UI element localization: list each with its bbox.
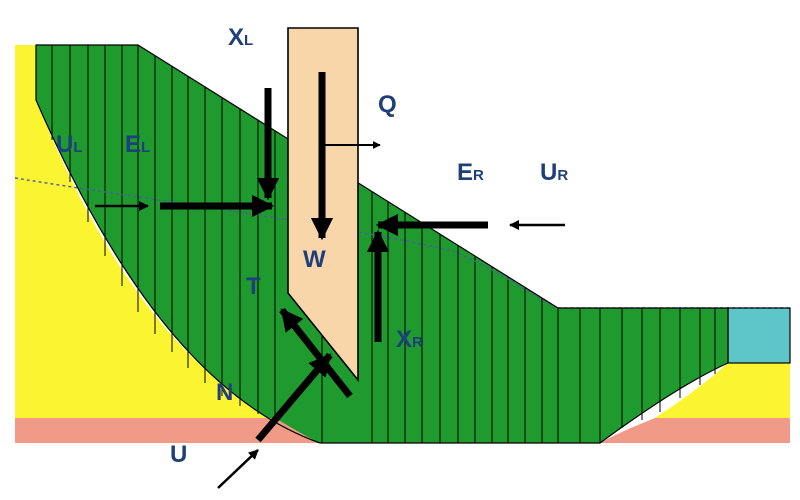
label-q: Q bbox=[378, 91, 397, 118]
label-n: N bbox=[216, 379, 233, 406]
label-ur: UR bbox=[540, 159, 568, 186]
label-xr: XR bbox=[396, 326, 423, 353]
arrow-t bbox=[279, 307, 353, 399]
base-layer bbox=[15, 418, 320, 443]
water-body bbox=[728, 308, 790, 363]
slip-mass-outline bbox=[35, 44, 729, 444]
label-el: EL bbox=[125, 131, 150, 158]
label-u: U bbox=[170, 441, 187, 468]
label-er: ER bbox=[457, 159, 484, 186]
label-w: W bbox=[303, 246, 326, 273]
arrow-n bbox=[255, 352, 333, 443]
water-outline bbox=[727, 307, 791, 364]
label-ul: UL bbox=[56, 131, 83, 158]
soil-right bbox=[655, 363, 790, 418]
soil-left bbox=[15, 45, 275, 418]
base-layer-right bbox=[600, 418, 790, 443]
label-t: T bbox=[246, 273, 261, 300]
arrow-u bbox=[217, 449, 259, 489]
label-xl: XL bbox=[228, 24, 253, 51]
force-arrows bbox=[95, 72, 565, 489]
